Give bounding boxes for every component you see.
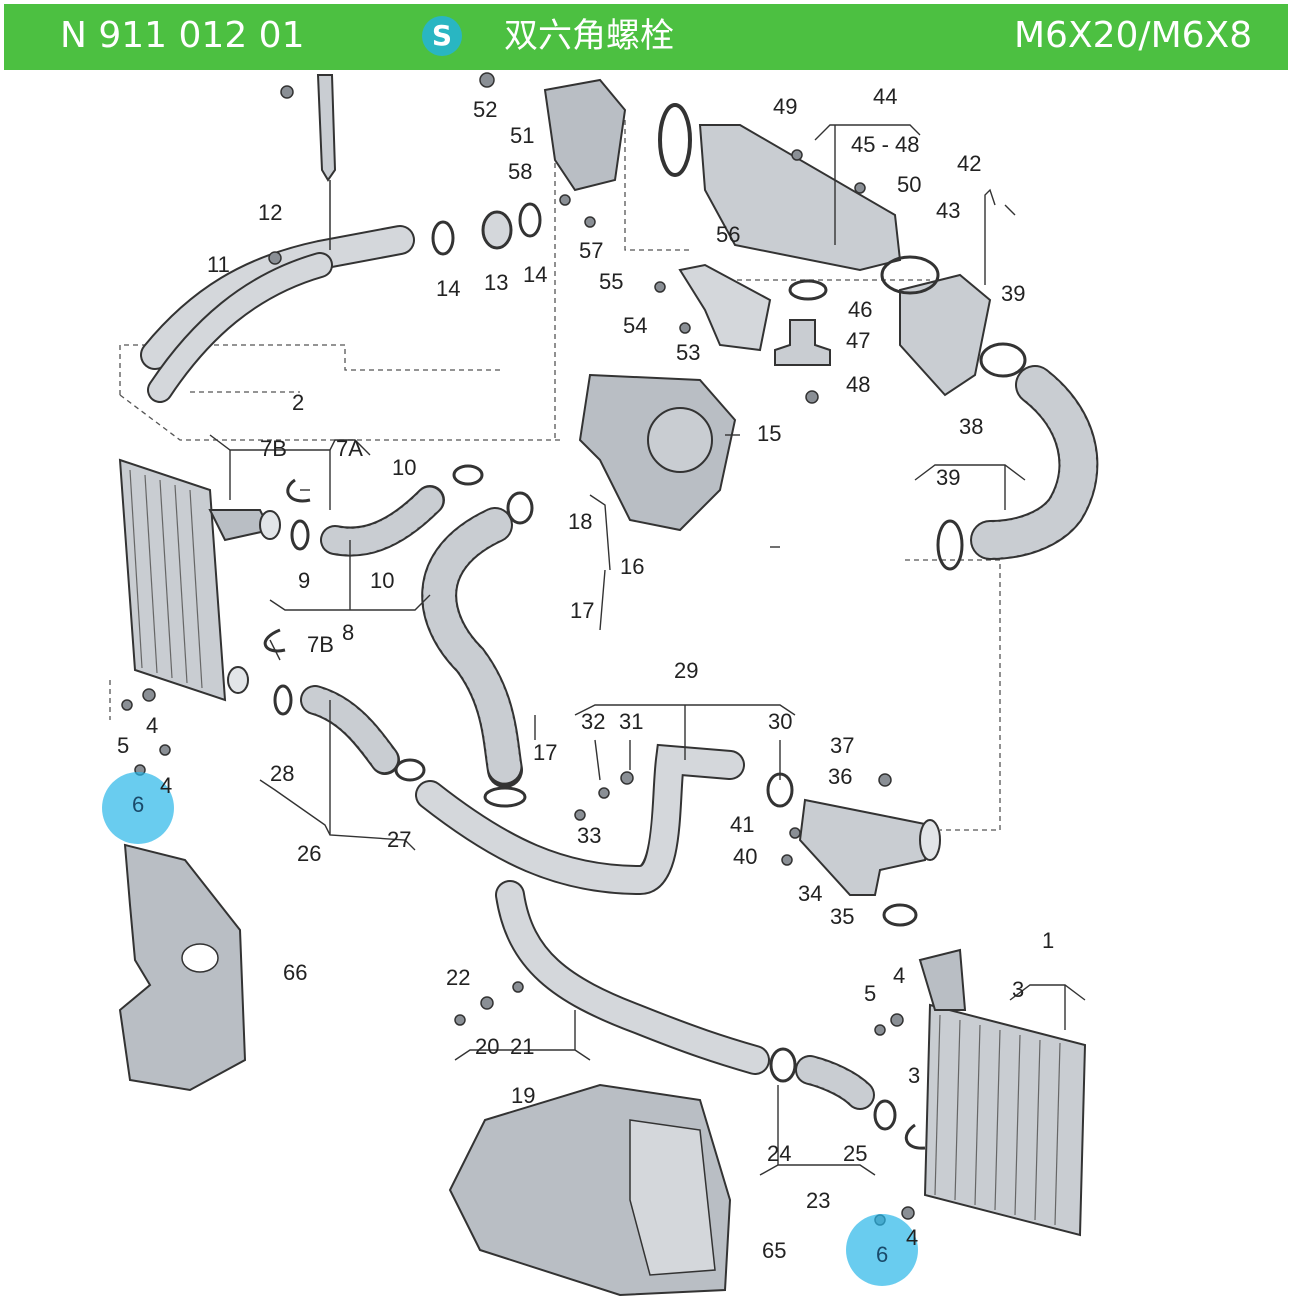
callout-5b: 5 xyxy=(864,981,876,1006)
callout-21: 21 xyxy=(510,1034,534,1059)
callout-41: 41 xyxy=(730,812,754,837)
callout-52: 52 xyxy=(473,97,497,122)
callout-53: 53 xyxy=(676,340,700,365)
callout-54: 54 xyxy=(623,313,647,338)
callout-37: 37 xyxy=(830,733,854,758)
brand-logo-icon: S xyxy=(422,16,462,56)
callout-47: 47 xyxy=(846,328,870,353)
highlight-markers xyxy=(102,772,918,1286)
small-hoses xyxy=(300,485,875,1110)
callout-50: 50 xyxy=(897,172,921,197)
callout-33: 33 xyxy=(577,823,601,848)
callout-51: 51 xyxy=(510,123,534,148)
callout-27: 27 xyxy=(387,827,411,852)
hose-clamps xyxy=(263,202,1027,1150)
callout-11: 11 xyxy=(207,252,230,277)
callout-28: 28 xyxy=(270,761,294,786)
callout-12: 12 xyxy=(258,200,282,225)
callout-42: 42 xyxy=(957,151,981,176)
callout-29: 29 xyxy=(674,658,698,683)
turbocharger xyxy=(578,373,737,532)
callout-20: 20 xyxy=(475,1034,499,1059)
callout-48: 48 xyxy=(846,372,870,397)
callout-4c: 4 xyxy=(893,963,905,988)
callout-8: 8 xyxy=(342,620,354,645)
callout-4d: 4 xyxy=(906,1225,918,1250)
callout-2: 2 xyxy=(292,390,304,415)
lower-pipes xyxy=(415,743,770,1075)
size-spec: M6X20/M6X8 xyxy=(1014,15,1253,56)
exploded-parts-diagram: 1 2 3 3 4 4 4 4 5 5 6 6 7A 7B 7B 8 9 10 … xyxy=(102,72,1099,1297)
left-intercooler xyxy=(118,458,281,702)
part-number: N 911 012 01 xyxy=(60,15,305,56)
callout-38: 38 xyxy=(959,414,983,439)
callout-7b-lower: 7B xyxy=(307,632,334,657)
bolts xyxy=(121,72,915,1226)
callout-55: 55 xyxy=(599,269,623,294)
callout-labels: 1 2 3 3 4 4 4 4 5 5 6 6 7A 7B 7B 8 9 10 … xyxy=(117,84,1054,1267)
middle-hose xyxy=(421,507,523,788)
callout-23: 23 xyxy=(806,1188,830,1213)
leader-lines xyxy=(209,124,1086,1176)
callout-32: 32 xyxy=(581,709,605,734)
highlight-circle-right xyxy=(846,1214,918,1286)
callout-58: 58 xyxy=(508,159,532,184)
callout-44: 44 xyxy=(873,84,897,109)
callout-35: 35 xyxy=(830,904,854,929)
callout-6b: 6 xyxy=(876,1242,888,1267)
callout-26: 26 xyxy=(297,841,321,866)
callout-25: 25 xyxy=(843,1141,867,1166)
right-hose xyxy=(970,365,1099,560)
intake-parts xyxy=(543,78,992,397)
callout-46: 46 xyxy=(848,297,872,322)
callout-16: 16 xyxy=(620,554,644,579)
callout-43: 43 xyxy=(936,198,960,223)
upper-left-pipe xyxy=(140,74,415,403)
callout-6a: 6 xyxy=(132,792,144,817)
callout-56: 56 xyxy=(716,222,740,247)
callout-3b: 3 xyxy=(908,1063,920,1088)
callout-4b: 4 xyxy=(160,773,172,798)
callout-17b: 17 xyxy=(533,740,557,765)
callout-36: 36 xyxy=(828,764,852,789)
callout-3: 3 xyxy=(1012,977,1024,1002)
callout-34: 34 xyxy=(798,881,822,906)
callout-18: 18 xyxy=(568,509,592,534)
highlight-circle-left xyxy=(102,772,174,844)
callout-39b: 39 xyxy=(936,465,960,490)
right-intercooler xyxy=(918,948,1087,1237)
callout-7b: 7B xyxy=(260,436,287,461)
callout-9: 9 xyxy=(298,568,310,593)
callout-19: 19 xyxy=(511,1083,535,1108)
callout-14a: 14 xyxy=(436,276,460,301)
callout-10b: 10 xyxy=(370,568,394,593)
callout-30: 30 xyxy=(768,709,792,734)
callout-15: 15 xyxy=(757,421,781,446)
callout-45-48: 45 - 48 xyxy=(851,132,920,157)
part-title: 双六角螺栓 xyxy=(504,16,674,56)
callout-7a: 7A xyxy=(336,436,363,461)
callout-49: 49 xyxy=(773,94,797,119)
callout-1: 1 xyxy=(1042,928,1054,953)
callout-4a: 4 xyxy=(146,713,158,738)
callout-22: 22 xyxy=(446,965,470,990)
air-guide-shrouds xyxy=(118,843,732,1297)
callout-24: 24 xyxy=(767,1141,791,1166)
throttle-connector xyxy=(798,798,941,896)
callout-5a: 5 xyxy=(117,733,129,758)
callout-57: 57 xyxy=(579,238,603,263)
callout-14b: 14 xyxy=(523,262,547,287)
callout-65: 65 xyxy=(762,1238,786,1263)
callout-10a: 10 xyxy=(392,455,416,480)
callout-40: 40 xyxy=(733,844,757,869)
callout-66: 66 xyxy=(283,960,307,985)
callout-17a: 17 xyxy=(570,598,594,623)
callout-39a: 39 xyxy=(1001,281,1025,306)
callout-31: 31 xyxy=(619,709,643,734)
callout-13: 13 xyxy=(484,270,508,295)
header-banner: N 911 012 01 S 双六角螺栓 M6X20/M6X8 xyxy=(4,4,1288,70)
